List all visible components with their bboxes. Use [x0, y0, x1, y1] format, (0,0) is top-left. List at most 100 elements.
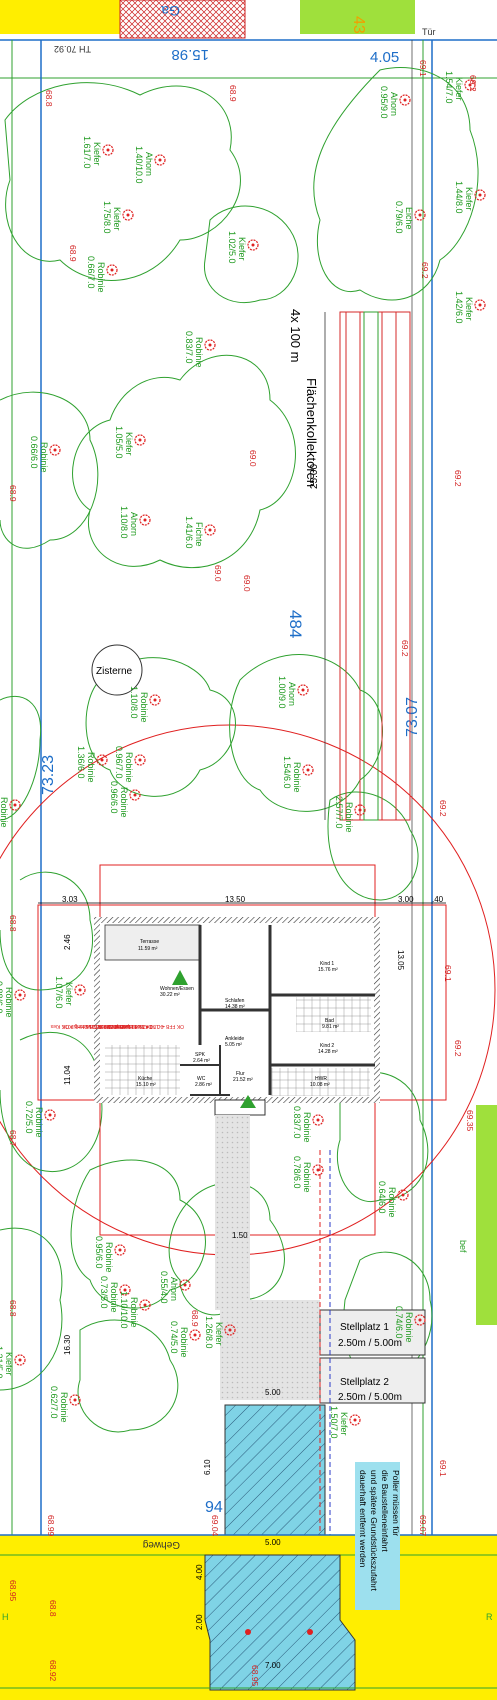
- tree-symbol-icon: [179, 1279, 191, 1291]
- tree-spec: 1.40/10.0: [134, 146, 144, 184]
- tree-symbol-icon: [464, 79, 476, 91]
- room-kind2-name: Kind 2: [320, 1043, 334, 1049]
- height-2: -0.42 UK Bodenplatte: [106, 1023, 154, 1029]
- tree-species: Robinie: [292, 762, 302, 793]
- tree-species: Kiefer: [464, 297, 474, 321]
- elevation-label: 68.95: [250, 1665, 260, 1687]
- elevation-label: 68.8: [8, 1300, 18, 1317]
- dim-right-small: 13.05: [396, 950, 405, 971]
- bef-label: bef: [458, 1240, 468, 1253]
- tree-spec: 0.96/7.0: [114, 746, 124, 779]
- elevation-label: 69.2: [400, 640, 410, 657]
- tree-symbol-icon: [129, 789, 141, 801]
- dim-depth: 6.10: [203, 1459, 212, 1475]
- dim-entry: 1.50: [232, 1231, 248, 1240]
- room-schlafen-area: 14.38 m²: [225, 1004, 245, 1010]
- tree-species: Robinie: [4, 987, 14, 1018]
- room-hwr-area: 10.08 m²: [310, 1082, 330, 1088]
- tree-symbol-icon: [106, 264, 118, 276]
- note-line-4: dauerhaft entfernt werden: [358, 1470, 368, 1568]
- tree-symbol-icon: [204, 339, 216, 351]
- side-label-h: H: [2, 1612, 9, 1622]
- house: [94, 917, 380, 1116]
- collector-dimension: 25.00: [309, 464, 320, 489]
- collector-field: [324, 311, 411, 821]
- tree-species: Robinie: [0, 797, 9, 828]
- elevation-label: 68.9: [8, 485, 18, 502]
- tree-spec: 1.10/8.0: [119, 506, 129, 539]
- tree-symbol-icon: [312, 1114, 324, 1126]
- elevation-label: 69.1: [438, 1460, 448, 1477]
- tree-species: Kiefer: [339, 1412, 349, 1436]
- dim-right: 3.00: [398, 895, 414, 904]
- room-kueche-name: Küche: [138, 1076, 152, 1082]
- neighbor-garage: [119, 0, 246, 39]
- tree-spec: 0.74/5.0: [169, 1321, 179, 1354]
- tree-spec: 1.75/8.0: [102, 201, 112, 234]
- parcel-top-left: 15.98: [171, 46, 209, 63]
- elevation-label: 68.8: [8, 915, 18, 932]
- tree-symbol-icon: [14, 1354, 26, 1366]
- dim-height: 11.04: [63, 1065, 72, 1085]
- elevation-label: 69.2: [438, 800, 448, 817]
- tree-symbol-icon: [96, 754, 108, 766]
- height-1: -0.17 OK Bodenplatte: [117, 1023, 165, 1029]
- tree-species: Ahorn: [389, 92, 399, 116]
- tree-spec: 0.96/6.0: [109, 781, 119, 814]
- room-wc-name: WC: [197, 1076, 206, 1082]
- height-3: + 69.13 DHHN2016: [98, 1023, 142, 1029]
- tree-symbol-icon: [204, 524, 216, 536]
- elevation-label: 69.2: [453, 470, 463, 487]
- tree-spec: 0.55/4.0: [159, 1271, 169, 1304]
- room-wohnen-area: 30.22 m²: [160, 992, 180, 998]
- tree-symbol-icon: [414, 209, 426, 221]
- elevation-label: 69.0: [213, 565, 223, 582]
- room-terrasse-area: 11.59 m²: [138, 946, 158, 952]
- parking-2-size: 2.50m / 5.00m: [338, 1392, 402, 1403]
- room-spk-name: SPK: [195, 1052, 206, 1058]
- tree-species: Robinie: [96, 262, 106, 293]
- elevation-label: 68.99: [46, 1515, 56, 1537]
- tree-species: Robinie: [302, 1112, 312, 1143]
- tree-spec: 1.54/6.0: [282, 756, 292, 789]
- collector-title: Flächenkollektoren: [304, 378, 319, 487]
- note-line-3: und spätere Grundstückszufahrt: [369, 1470, 379, 1592]
- dim-bottom: 7.00: [265, 1661, 281, 1670]
- tree-spec: 1.54/7.0: [444, 71, 454, 104]
- tree-species: Robinie: [129, 1297, 139, 1328]
- parcel-top-right: 4.05: [370, 49, 399, 66]
- note-line-2: die Baustelleneinfahrt: [380, 1470, 390, 1552]
- cistern: [91, 644, 143, 696]
- tree-spec: 1.07/6.0: [54, 976, 64, 1009]
- tree-symbol-icon: [149, 694, 161, 706]
- tree-symbol-icon: [312, 1164, 324, 1176]
- tree-species: Ahorn: [144, 152, 154, 176]
- street-label: Gehweg: [143, 1539, 180, 1550]
- door-label: Tür: [422, 27, 436, 37]
- tree-spec: 0.74/6.0: [394, 1306, 404, 1339]
- tree-symbol-icon: [102, 144, 114, 156]
- tree-species: Robinie: [179, 1327, 189, 1358]
- tree-species: Kiefer: [237, 237, 247, 261]
- room-wc-area: 2.86 m²: [195, 1082, 212, 1088]
- neighbor-number: 43: [350, 16, 367, 34]
- tree-species: Robinie: [109, 1282, 119, 1313]
- tree-species: Robinie: [104, 1242, 114, 1273]
- room-kind2-area: 14.28 m²: [318, 1049, 338, 1055]
- tree-symbol-icon: [119, 1284, 131, 1296]
- tree-species: Kiefer: [64, 982, 74, 1006]
- room-ankleide-name: Ankleide: [225, 1036, 244, 1042]
- top-yellow-strip: [0, 0, 120, 34]
- parking-1-name: Stellplatz 1: [340, 1322, 389, 1333]
